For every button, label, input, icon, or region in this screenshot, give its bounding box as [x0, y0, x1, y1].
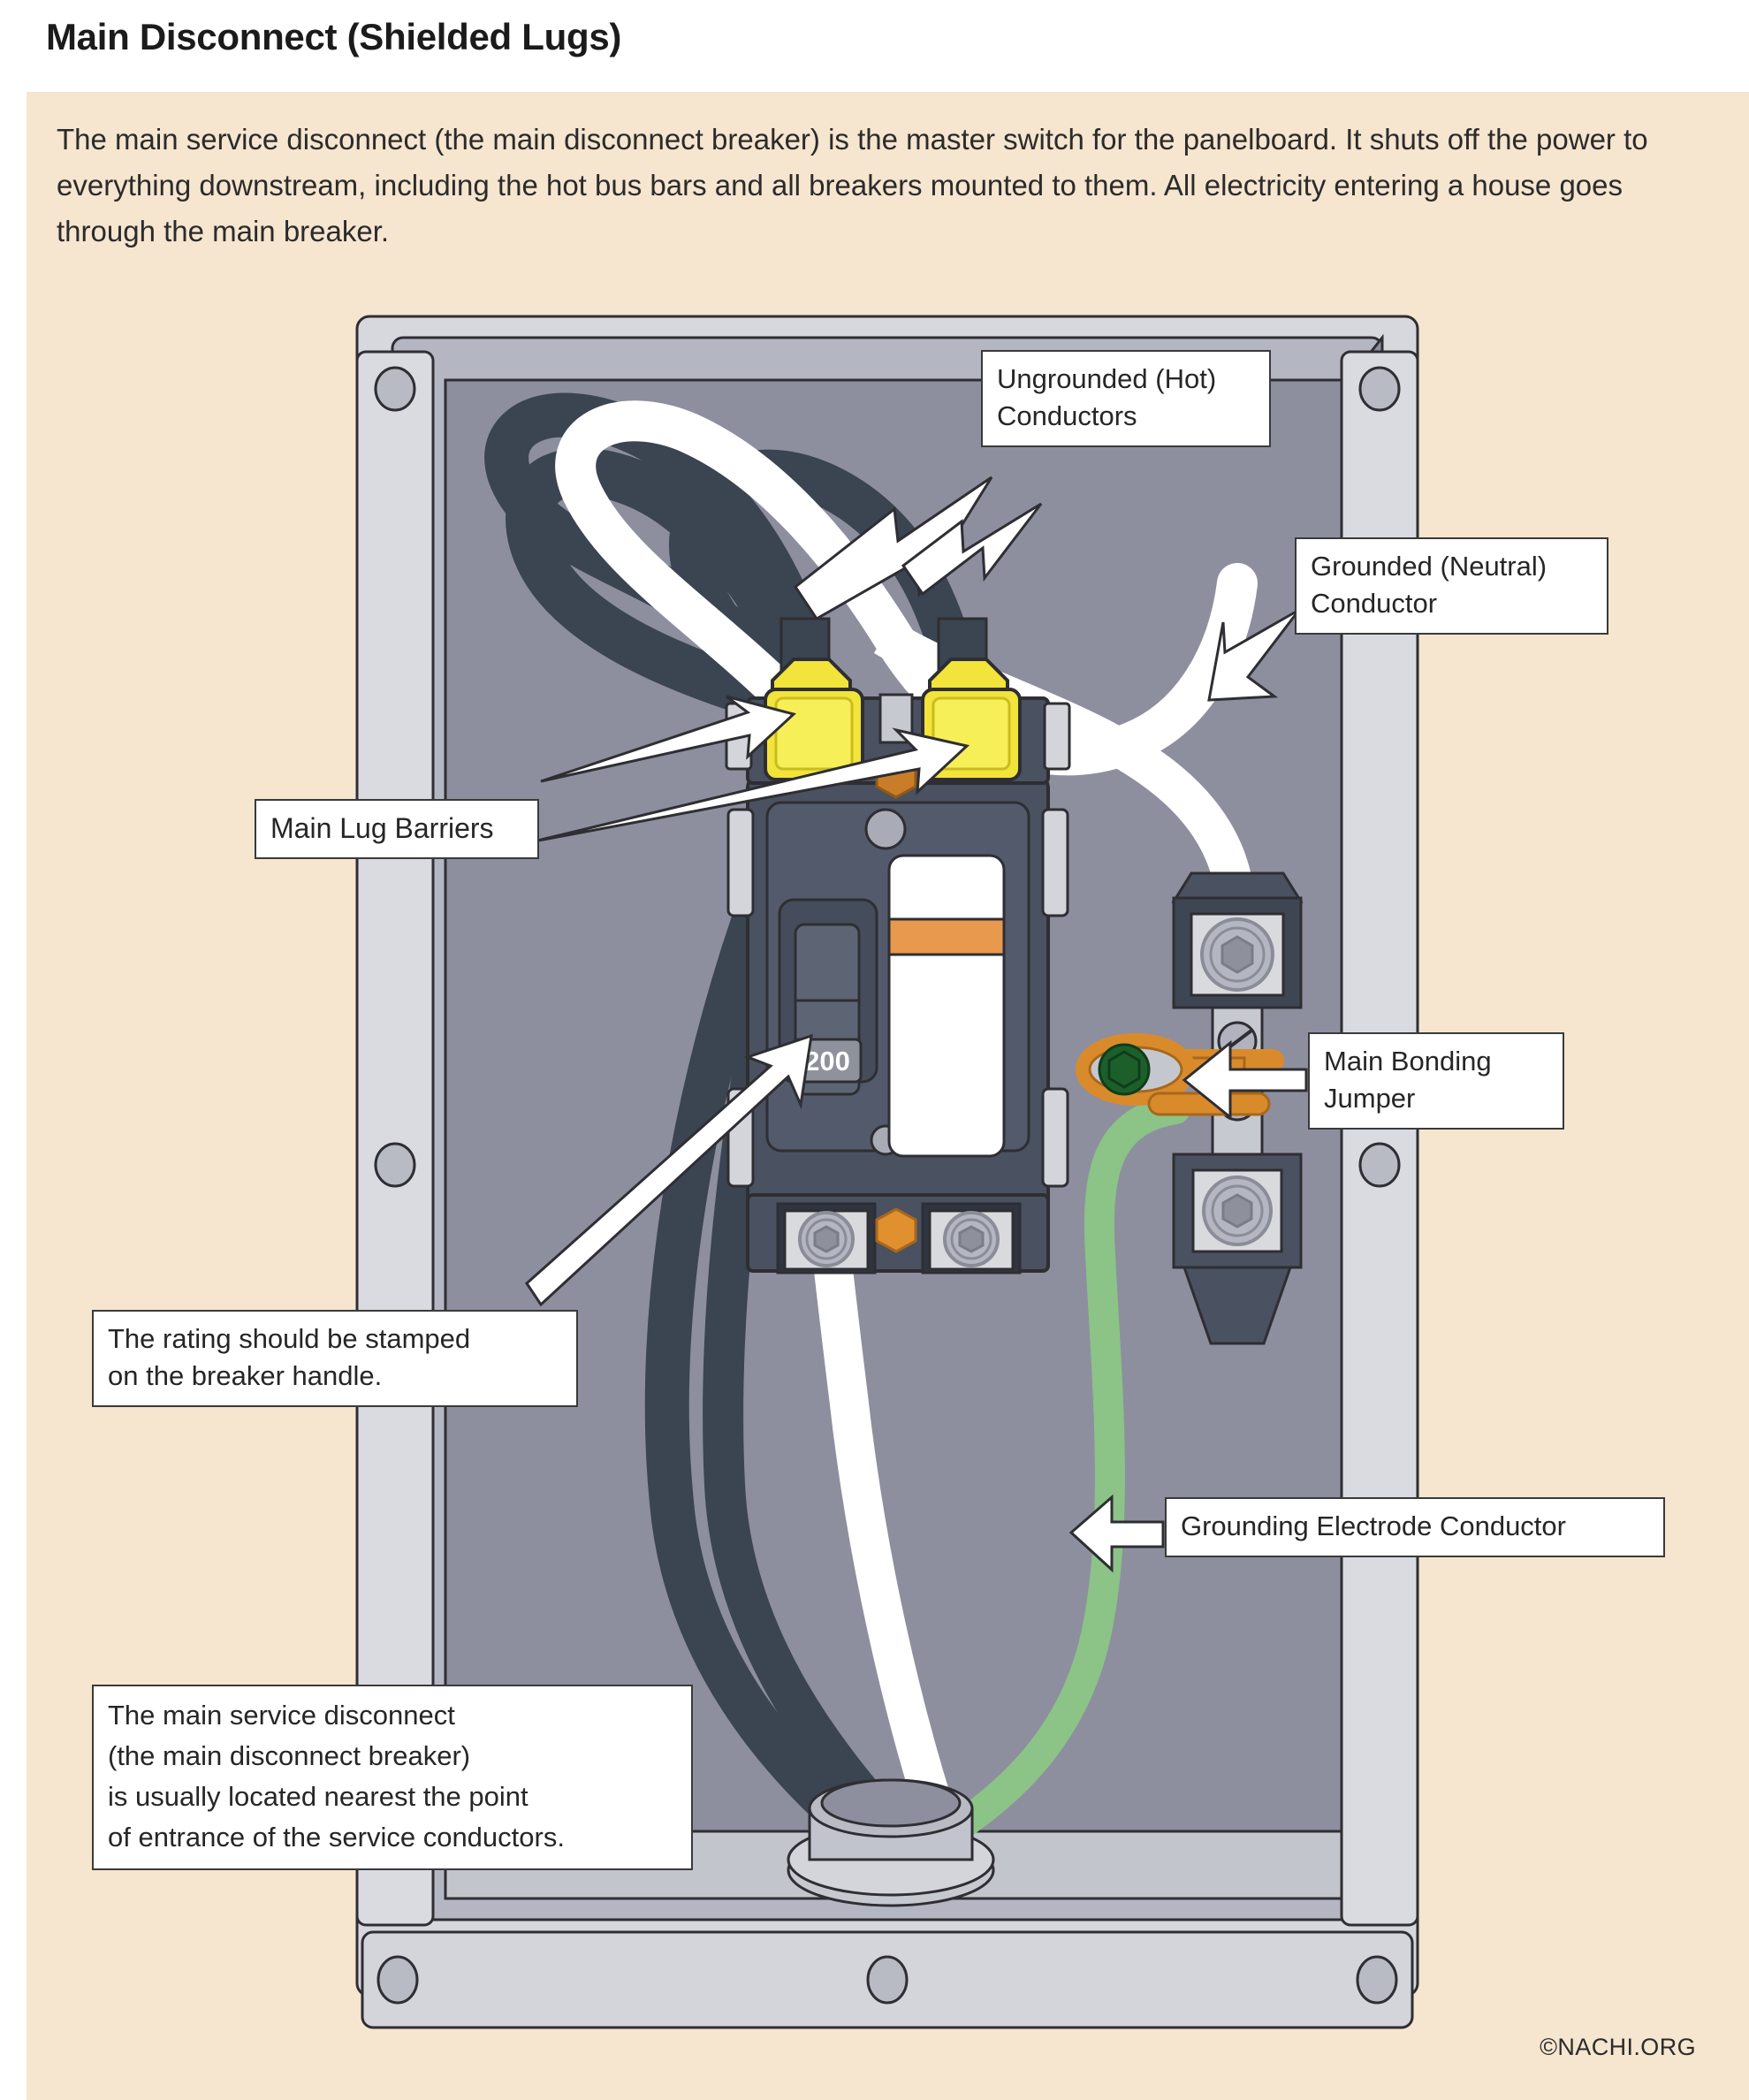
arrow-lug-right	[533, 727, 970, 843]
screw-hole-icon	[374, 1142, 416, 1188]
trip-indicator-band	[887, 917, 1006, 956]
screw-hole-icon	[866, 1955, 909, 2005]
cable-entry-hub	[787, 1778, 995, 1907]
callout-main-bonding-jumper: Main Bonding Jumper	[1308, 1032, 1564, 1130]
callout-grounding-electrode-conductor: Grounding Electrode Conductor	[1165, 1497, 1665, 1557]
enclosure-left-flange	[355, 350, 435, 1927]
callout-main-lug-barriers: Main Lug Barriers	[255, 799, 539, 859]
page-title: Main Disconnect (Shielded Lugs)	[46, 16, 622, 57]
screw-hole-icon	[1358, 1142, 1401, 1188]
breaker-rating-text: 200	[804, 1046, 850, 1077]
arrow-bonding-jumper	[1182, 1039, 1308, 1121]
grounding-electrode-conductor	[939, 1094, 1190, 1845]
arrow-rating	[525, 1033, 813, 1307]
arrow-neutral	[1207, 608, 1301, 702]
screw-hole-icon	[1356, 1955, 1398, 2005]
callout-rating-stamped: The rating should be stamped on the brea…	[92, 1310, 578, 1407]
main-breaker: 200	[726, 771, 1069, 1274]
screw-hole-icon	[376, 1955, 419, 2005]
intro-paragraph: The main service disconnect (the main di…	[57, 123, 1648, 247]
hot-conductor-a	[506, 448, 824, 731]
callout-arrows	[525, 476, 1308, 1573]
callout-neutral-conductor: Grounded (Neutral) Conductor	[1295, 537, 1608, 635]
arrow-gec	[1068, 1494, 1165, 1573]
callout-hot-conductors: Ungrounded (Hot) Conductors	[981, 350, 1271, 447]
callout-located-nearest: The main service disconnect (the main di…	[92, 1685, 693, 1870]
screw-hole-icon	[1358, 366, 1401, 412]
enclosure-bottom-flange	[361, 1930, 1414, 2029]
arrow-hot-right	[901, 502, 1043, 597]
hex-screw-icon	[875, 1207, 917, 1253]
arrow-lug-left	[540, 695, 797, 783]
screw-hole-icon	[374, 366, 416, 412]
copyright-notice: ©NACHI.ORG	[1540, 2034, 1696, 2060]
rivet-icon	[864, 808, 907, 850]
